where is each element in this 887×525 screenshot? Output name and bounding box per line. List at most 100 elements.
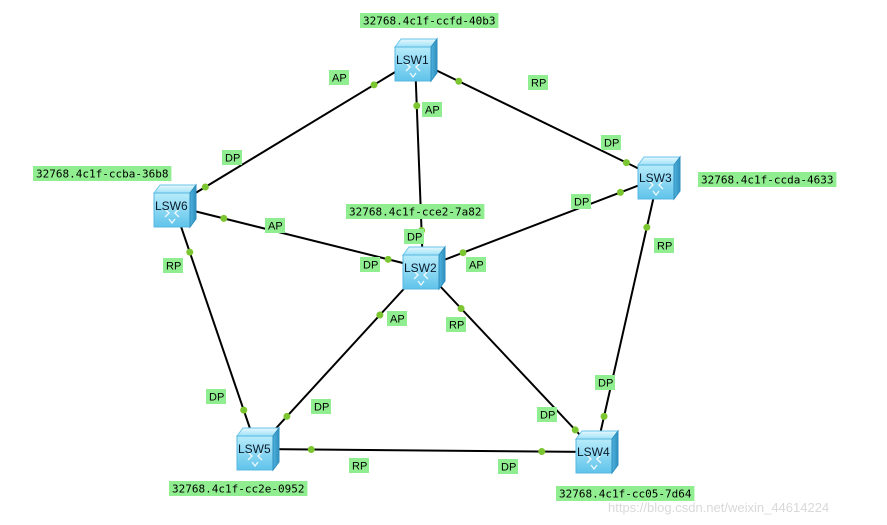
switch-arrows-icon — [164, 208, 180, 225]
bridge-id-text: 32768.4c1f-cc2e-0952 — [172, 483, 304, 496]
port-role-lsw5-to-lsw4-text: RP — [352, 461, 367, 473]
port-role-lsw2-to-lsw4-text: RP — [449, 320, 464, 332]
switch-name-lsw2: LSW2 — [404, 261, 437, 275]
port-role-lsw2-to-lsw5: AP — [387, 311, 407, 326]
switch-lsw3[interactable]: LSW3 — [637, 155, 681, 201]
port-role-lsw2-to-lsw5-text: AP — [390, 314, 405, 326]
port-role-lsw4-to-lsw2-text: DP — [540, 410, 555, 422]
switch-lsw2[interactable]: LSW2 — [402, 245, 446, 291]
port-dot-lsw4-to-lsw5 — [538, 448, 546, 456]
port-role-lsw5-to-lsw6-text: DP — [209, 392, 224, 404]
bridge-id-text: 32768.4c1f-ccfd-40b3 — [363, 15, 495, 28]
link-lsw2-lsw4[interactable] — [422, 267, 597, 453]
bridge-id-lsw6: 32768.4c1f-ccba-36b8 — [33, 166, 172, 181]
port-role-lsw2-to-lsw1: DP — [404, 229, 424, 244]
port-role-lsw5-to-lsw2: DP — [311, 399, 331, 414]
port-dot-lsw3-to-lsw2 — [616, 188, 624, 196]
switch-lsw1[interactable]: LSW1 — [394, 37, 438, 83]
port-role-lsw6-to-lsw2-bg — [265, 218, 285, 233]
switch-icon-top — [394, 38, 438, 48]
bridge-id-bg — [33, 166, 172, 181]
port-role-lsw6-to-lsw5-bg — [163, 258, 183, 273]
port-role-lsw3-to-lsw1-bg — [601, 135, 621, 150]
port-dot-lsw2-to-lsw6 — [384, 255, 392, 263]
link-lsw1-lsw6[interactable] — [173, 59, 416, 207]
port-role-lsw2-to-lsw6: DP — [360, 257, 380, 272]
switch-icon-front — [153, 192, 191, 228]
switch-arrows-icon — [405, 62, 421, 79]
port-role-lsw5-to-lsw6-bg — [206, 389, 226, 404]
link-lsw6-lsw2[interactable] — [173, 205, 424, 269]
port-role-lsw1-to-lsw2-text: AP — [425, 105, 440, 117]
port-role-lsw1-to-lsw3: RP — [528, 75, 548, 90]
port-role-lsw4-to-lsw2: DP — [537, 407, 557, 422]
switch-icon-top — [236, 427, 280, 437]
link-lsw2-lsw5[interactable] — [256, 267, 424, 450]
bridge-id-lsw1: 32768.4c1f-ccfd-40b3 — [360, 13, 499, 28]
switch-arrows-icon — [413, 270, 429, 287]
switch-lsw5[interactable]: LSW5 — [236, 426, 280, 472]
port-role-lsw6-to-lsw5: RP — [163, 258, 183, 273]
switch-icon-front — [236, 435, 274, 471]
switch-icon-top — [153, 184, 197, 194]
switch-arrows-icon — [247, 451, 263, 468]
port-role-lsw3-to-lsw2-bg — [571, 194, 591, 209]
switch-name-lsw3: LSW3 — [639, 171, 672, 185]
port-dot-lsw4-to-lsw3 — [600, 412, 608, 420]
link-lsw1-lsw3[interactable] — [414, 59, 659, 179]
bridge-id-lsw4: 32768.4c1f-cc05-7d64 — [556, 486, 695, 501]
port-role-lsw1-to-lsw2: AP — [422, 102, 442, 117]
bridge-id-bg — [556, 486, 695, 501]
port-role-lsw2-to-lsw4: RP — [446, 317, 466, 332]
switch-icon-front — [402, 254, 440, 290]
link-lsw3-lsw4[interactable] — [595, 177, 659, 453]
port-role-lsw3-to-lsw4-bg — [654, 238, 674, 253]
port-role-lsw4-to-lsw2-bg — [537, 407, 557, 422]
bridge-id-lsw2: 32768.4c1f-cce2-7a82 — [346, 204, 485, 219]
switch-icon-side — [272, 426, 280, 472]
switch-arrows-icon — [586, 454, 602, 471]
port-role-lsw5-to-lsw6: DP — [206, 389, 226, 404]
bridge-id-bg — [360, 13, 499, 28]
bridge-id-text: 32768.4c1f-ccda-4633 — [701, 174, 833, 187]
port-dot-lsw5-to-lsw4 — [307, 445, 315, 453]
switch-icon-side — [673, 155, 681, 201]
port-role-lsw6-to-lsw1-text: DP — [225, 153, 240, 165]
port-dot-lsw5-to-lsw6 — [240, 406, 248, 414]
port-role-lsw1-to-lsw3-bg — [528, 75, 548, 90]
bridge-id-bg — [346, 204, 485, 219]
switch-lsw6[interactable]: LSW6 — [153, 183, 197, 229]
bridge-id-text: 32768.4c1f-ccba-36b8 — [36, 168, 168, 181]
port-role-lsw6-to-lsw1-bg — [222, 150, 242, 165]
port-role-lsw3-to-lsw2-text: DP — [574, 197, 589, 209]
switch-name-lsw6: LSW6 — [155, 199, 188, 213]
port-role-lsw1-to-lsw6-bg — [329, 70, 349, 85]
port-dot-lsw6-to-lsw1 — [201, 183, 209, 191]
port-role-lsw3-to-lsw1: DP — [601, 135, 621, 150]
port-dot-lsw6-to-lsw5 — [186, 248, 194, 256]
port-role-lsw1-to-lsw6-text: AP — [332, 73, 347, 85]
port-dot-lsw5-to-lsw2 — [283, 412, 291, 420]
switch-name-lsw1: LSW1 — [396, 53, 429, 67]
switch-icon-top — [575, 430, 619, 440]
port-dot-lsw2-to-lsw4 — [457, 304, 465, 312]
switch-lsw4[interactable]: LSW4 — [575, 429, 619, 475]
bridge-id-lsw5: 32768.4c1f-cc2e-0952 — [169, 481, 308, 496]
port-role-lsw4-to-lsw3-bg — [595, 375, 615, 390]
port-dot-lsw1-to-lsw6 — [370, 81, 378, 89]
port-role-lsw6-to-lsw2-text: AP — [268, 221, 283, 233]
bridge-id-bg — [169, 481, 308, 496]
port-role-lsw5-to-lsw2-bg — [311, 399, 331, 414]
port-role-lsw1-to-lsw2-bg — [422, 102, 442, 117]
port-role-lsw2-to-lsw3-text: AP — [469, 260, 484, 272]
port-role-lsw2-to-lsw4-bg — [446, 317, 466, 332]
switch-icon-side — [438, 245, 446, 291]
switch-icon-side — [189, 183, 197, 229]
port-role-lsw2-to-lsw6-text: DP — [363, 260, 378, 272]
port-role-lsw2-to-lsw1-bg — [404, 229, 424, 244]
port-role-lsw4-to-lsw5-text: DP — [501, 462, 516, 474]
port-role-lsw2-to-lsw6-bg — [360, 257, 380, 272]
